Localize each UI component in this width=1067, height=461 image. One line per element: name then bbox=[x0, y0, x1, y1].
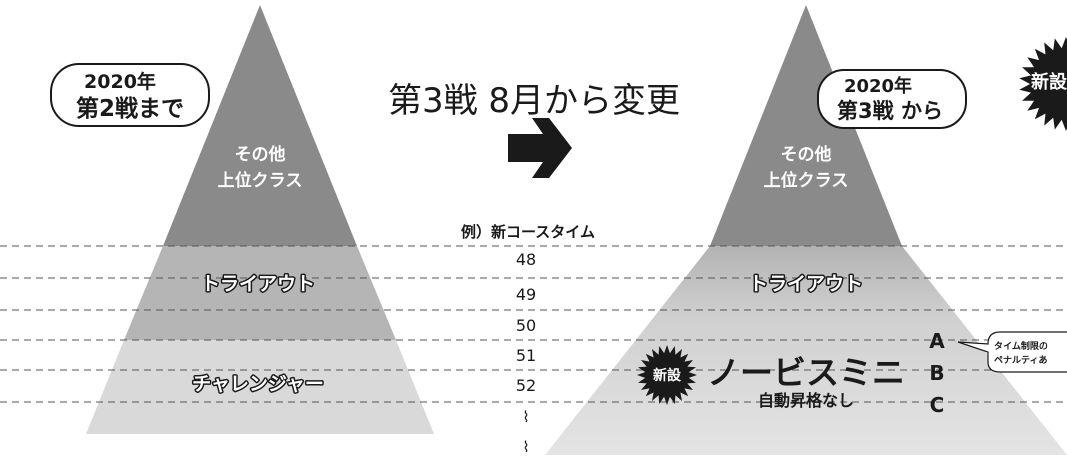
left-badge-period: 第2戦まで bbox=[76, 95, 184, 122]
right-badge-year: 2020年 bbox=[844, 75, 912, 97]
time-value: 50 bbox=[516, 316, 536, 335]
grade-label-c: C bbox=[930, 393, 945, 417]
right-pyramid bbox=[545, 5, 1067, 455]
left-badge-year: 2020年 bbox=[84, 70, 156, 93]
corner-burst-badge: 新設 bbox=[1019, 37, 1067, 131]
left-top-tier-label-line2: 上位クラス bbox=[218, 170, 303, 191]
left-pyramid bbox=[86, 5, 434, 434]
right-period-badge: 2020年 第3戦 から bbox=[817, 69, 967, 129]
right-badge-period: 第3戦 から bbox=[837, 99, 943, 123]
right-top-tier-label-line2: 上位クラス bbox=[764, 170, 849, 191]
new-class-note: 自動昇格なし bbox=[758, 391, 854, 410]
guide-lines bbox=[0, 245, 1067, 403]
time-value: 48 bbox=[516, 250, 536, 269]
new-class-burst-badge: 新設 bbox=[637, 345, 697, 405]
continuation-mark: ⌇ bbox=[522, 438, 529, 456]
callout-line2: ペナルティあ bbox=[994, 355, 1047, 366]
time-value: 52 bbox=[516, 376, 536, 395]
left-tier-top bbox=[163, 5, 357, 246]
left-top-tier-label-line1: その他 bbox=[235, 144, 286, 165]
grade-label-a: A bbox=[929, 329, 945, 353]
example-time-label: 例）新コースタイム bbox=[461, 223, 595, 241]
right-arrow-icon bbox=[508, 118, 572, 178]
right-middle-tier-label: トライアウト bbox=[749, 273, 863, 295]
new-class-name: ノービスミニ bbox=[707, 353, 905, 392]
left-tier-middle bbox=[124, 246, 396, 340]
new-badge-label: 新設 bbox=[653, 367, 682, 384]
corner-badge-label: 新設 bbox=[1031, 71, 1067, 93]
callout-line1: タイム制限の bbox=[994, 340, 1048, 352]
right-top-tier-label-line1: その他 bbox=[781, 144, 832, 165]
left-middle-tier-label: トライアウト bbox=[201, 273, 315, 295]
right-tier-top bbox=[710, 5, 902, 246]
left-period-badge: 2020年 第2戦まで bbox=[50, 63, 210, 127]
right-tier-lower bbox=[545, 246, 1067, 455]
penalty-callout: タイム制限の ペナルティあ bbox=[957, 331, 1067, 373]
time-value: 49 bbox=[516, 285, 536, 304]
left-bottom-tier-label: チャレンジャー bbox=[192, 373, 324, 395]
continuation-mark: ⌇ bbox=[522, 408, 529, 426]
grade-label-b: B bbox=[929, 361, 944, 385]
change-headline: 第3戦 8月から変更 bbox=[388, 81, 680, 121]
left-tier-bottom bbox=[86, 340, 434, 434]
time-value: 51 bbox=[516, 346, 536, 365]
